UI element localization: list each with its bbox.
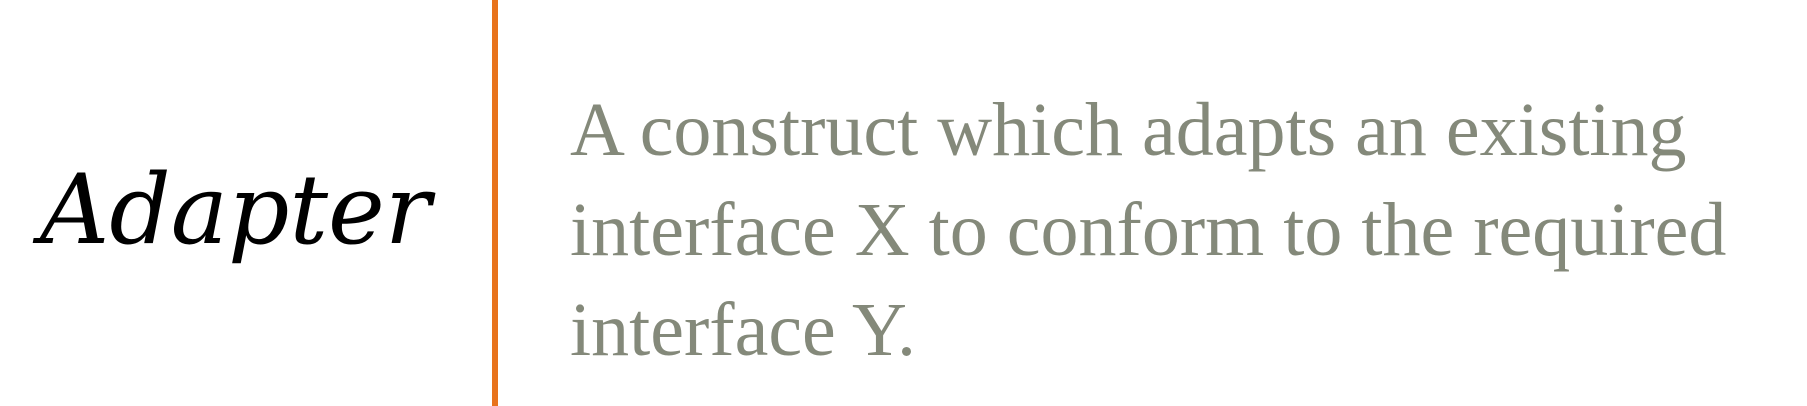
- term-definition: A construct which adapts an existing int…: [570, 88, 1727, 372]
- term-title: Adapter: [40, 154, 431, 266]
- vertical-divider: [492, 0, 498, 406]
